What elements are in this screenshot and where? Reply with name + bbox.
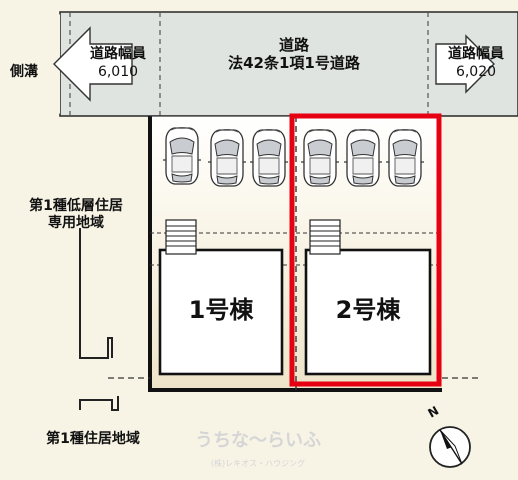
building-2-label: 2号棟 — [336, 296, 402, 324]
building-2: 2号棟 — [296, 219, 438, 376]
watermark-logo: うちな〜らいふ — [195, 430, 321, 451]
building-2-highlight — [289, 113, 442, 387]
zone-upper-label-2: 専用地域 — [48, 214, 104, 231]
building-1: 1号棟 — [150, 219, 292, 376]
watermark-company: (株)レキオス・ハウジング — [211, 458, 305, 468]
road-legal-type: 法42条1項1号道路 — [228, 54, 361, 72]
building-1-label: 1号棟 — [189, 296, 255, 324]
car-icon — [162, 126, 202, 185]
stairs-icon — [165, 219, 197, 255]
right-road-width-label: 道路幅員 — [448, 45, 504, 62]
car-icon — [385, 128, 425, 187]
stairs-icon — [309, 219, 341, 255]
car-icon — [249, 128, 289, 187]
car-icon — [300, 128, 340, 187]
car-icon — [207, 128, 247, 187]
right-road-width-value: 6,020 — [456, 64, 496, 80]
left-road-width-value: 6,010 — [98, 64, 138, 80]
zone-lower-label: 第1種住居地域 — [46, 430, 140, 447]
zoning-boundary — [79, 228, 482, 411]
zone-upper-label-1: 第1種低層住居 — [29, 197, 123, 214]
left-road-width-label: 道路幅員 — [90, 45, 146, 62]
car-icon — [343, 128, 383, 187]
side-ditch-label: 側溝 — [9, 63, 38, 80]
right-width-arrow — [435, 34, 495, 94]
compass-icon: N — [426, 403, 471, 468]
compass-north-label: N — [426, 403, 442, 420]
road-name-label: 道路 — [279, 36, 310, 54]
left-width-arrow — [53, 26, 133, 102]
